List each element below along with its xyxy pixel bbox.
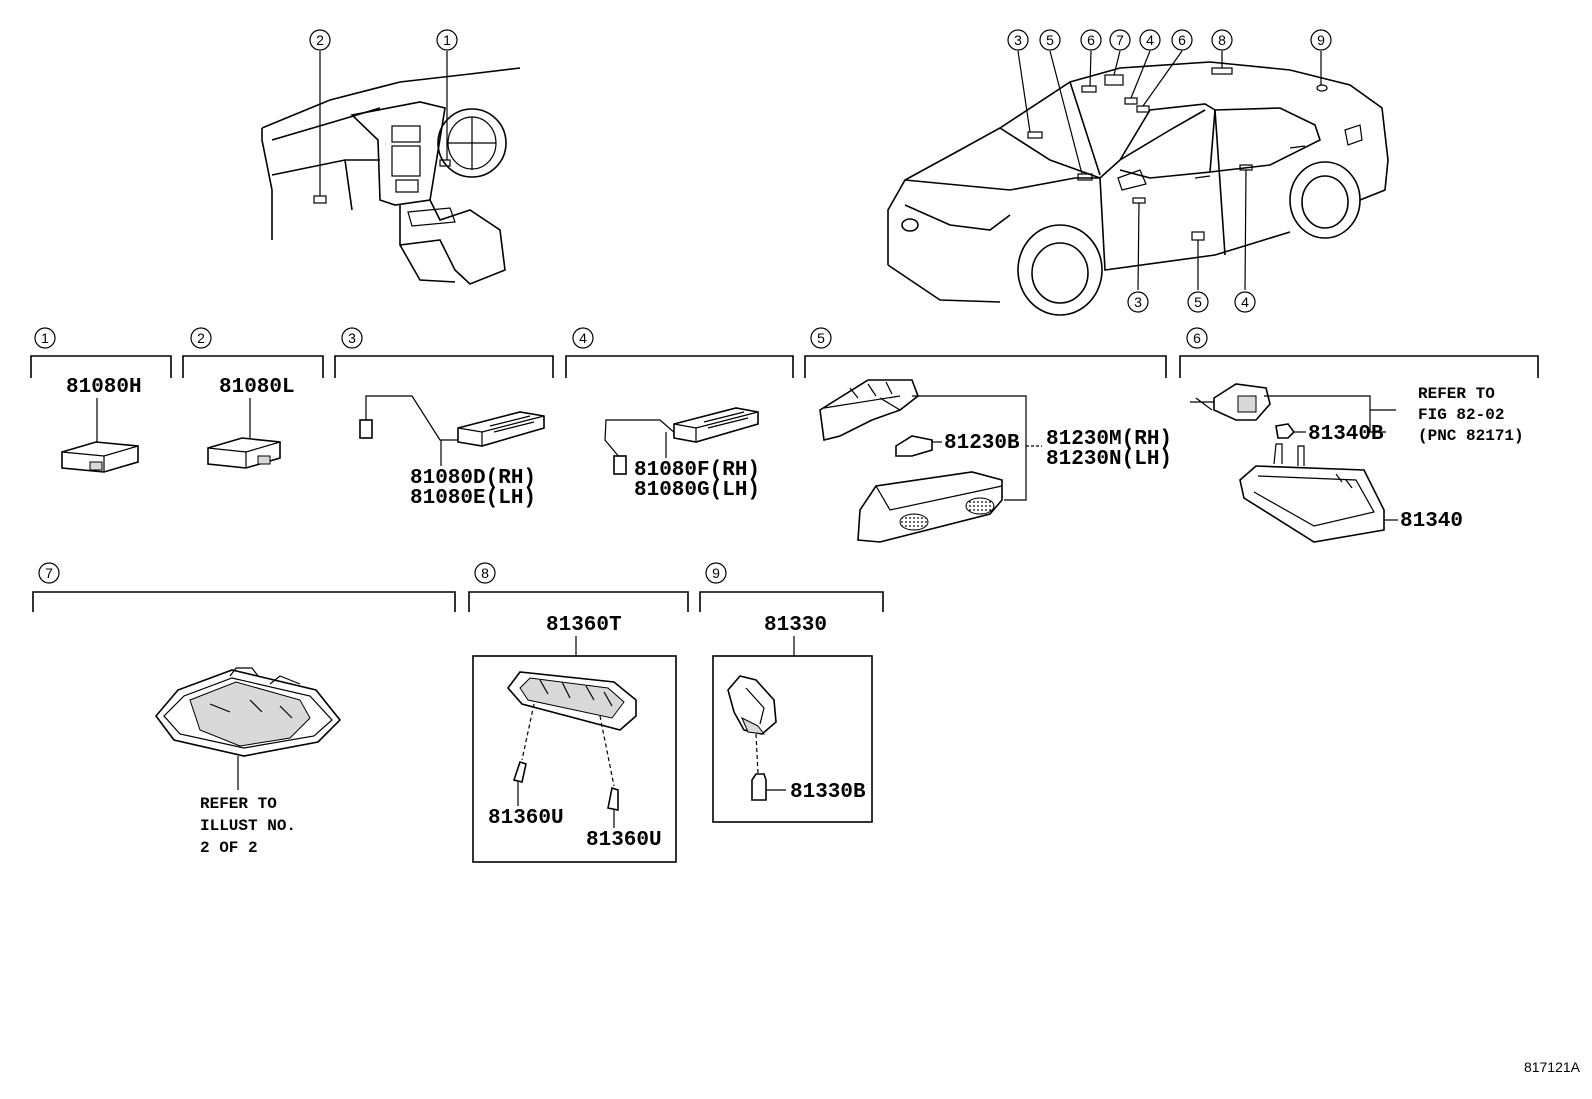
svg-text:6: 6: [1193, 330, 1201, 346]
refer-illust-line-3: 2 OF 2: [200, 839, 258, 857]
svg-text:6: 6: [1178, 32, 1186, 48]
part-81360U-a: 81360U: [488, 807, 564, 830]
part-81230M-RH: 81230M(RH): [1046, 428, 1172, 451]
section-3-circle: 3: [341, 327, 363, 349]
callout-6-car-top-a: 6: [1080, 29, 1102, 51]
part-81230N-LH: 81230N(LH): [1046, 448, 1172, 471]
svg-text:3: 3: [1134, 294, 1142, 310]
part-81360U-b: 81360U: [586, 829, 662, 852]
svg-text:1: 1: [443, 32, 451, 48]
section-3: 81080D(RH) 81080E(LH): [359, 395, 545, 510]
refer-fig-line-2: FIG 82-02: [1418, 406, 1504, 424]
svg-text:1: 1: [41, 330, 49, 346]
section-1: 81080H: [61, 376, 142, 473]
svg-text:3: 3: [1014, 32, 1022, 48]
callout-4-car-bottom: 4: [1234, 291, 1256, 313]
part-81080H: 81080H: [66, 376, 142, 399]
callout-1-dash: 1: [436, 29, 458, 51]
svg-text:7: 7: [1116, 32, 1124, 48]
callout-7-car-top: 7: [1109, 29, 1131, 51]
svg-text:4: 4: [1241, 294, 1249, 310]
dashboard-illustration: [261, 67, 521, 285]
callout-6-car-top-b: 6: [1171, 29, 1193, 51]
svg-text:8: 8: [1218, 32, 1226, 48]
section-7-circle: 7: [38, 562, 60, 584]
callout-4-car-top: 4: [1139, 29, 1161, 51]
part-81080E-LH: 81080E(LH): [410, 487, 536, 510]
part-81340B: 81340B: [1308, 423, 1384, 446]
section-2-circle: 2: [190, 327, 212, 349]
callout-circles: 2 1 3 5 6 7 4 6 8 9 3 5 4 1 2 3 4 5 6 7 …: [34, 29, 1332, 584]
part-81080F-RH: 81080F(RH): [634, 459, 760, 482]
callout-5-car-top: 5: [1039, 29, 1061, 51]
section-5-circle: 5: [810, 327, 832, 349]
section-9: 81330 81330B: [712, 614, 873, 823]
dash-leader-lines: [319, 51, 448, 196]
svg-text:5: 5: [817, 330, 825, 346]
svg-text:4: 4: [579, 330, 587, 346]
svg-text:7: 7: [45, 565, 53, 581]
callout-8-car-top: 8: [1211, 29, 1233, 51]
svg-text:8: 8: [481, 565, 489, 581]
refer-fig-line-3: (PNC 82171): [1418, 427, 1524, 445]
svg-text:9: 9: [712, 565, 720, 581]
part-81330: 81330: [764, 614, 827, 637]
section-5: 81230B 81230M(RH) 81230N(LH): [819, 379, 1172, 543]
part-81080D-RH: 81080D(RH): [410, 467, 536, 490]
part-81080L: 81080L: [219, 376, 295, 399]
section-9-circle: 9: [705, 562, 727, 584]
section-8-circle: 8: [474, 562, 496, 584]
part-81230B: 81230B: [944, 432, 1020, 455]
svg-text:2: 2: [316, 32, 324, 48]
refer-illust-line-2: ILLUST NO.: [200, 817, 296, 835]
svg-text:9: 9: [1317, 32, 1325, 48]
callout-2-dash: 2: [309, 29, 331, 51]
section-brackets: [30, 355, 1539, 612]
svg-text:5: 5: [1046, 32, 1054, 48]
section-8: 81360T 81360U 81360U: [472, 614, 677, 863]
part-81080G-LH: 81080G(LH): [634, 479, 760, 502]
section-1-circle: 1: [34, 327, 56, 349]
callout-3-car-top: 3: [1007, 29, 1029, 51]
section-6-circle: 6: [1186, 327, 1208, 349]
section-4: 81080F(RH) 81080G(LH): [604, 407, 760, 502]
svg-text:4: 4: [1146, 32, 1154, 48]
section-4-circle: 4: [572, 327, 594, 349]
callout-3-car-bottom: 3: [1127, 291, 1149, 313]
section-6: 81340B REFER TO FIG 82-02 (PNC 82171) 81…: [1190, 383, 1524, 543]
callout-5-car-bottom: 5: [1187, 291, 1209, 313]
section-7: REFER TO ILLUST NO. 2 OF 2: [154, 667, 342, 857]
car-leader-lines: [1017, 50, 1322, 291]
svg-text:6: 6: [1087, 32, 1095, 48]
refer-fig-line-1: REFER TO: [1418, 385, 1495, 403]
refer-illust-line-1: REFER TO: [200, 795, 277, 813]
car-illustration: [887, 61, 1389, 316]
drawing-id: 817121A: [1524, 1059, 1581, 1075]
callout-9-car-top: 9: [1310, 29, 1332, 51]
part-81360T: 81360T: [546, 614, 622, 637]
part-81330B: 81330B: [790, 781, 866, 804]
svg-text:5: 5: [1194, 294, 1202, 310]
svg-text:2: 2: [197, 330, 205, 346]
part-81340: 81340: [1400, 510, 1463, 533]
section-2: 81080L: [207, 376, 295, 469]
svg-text:3: 3: [348, 330, 356, 346]
